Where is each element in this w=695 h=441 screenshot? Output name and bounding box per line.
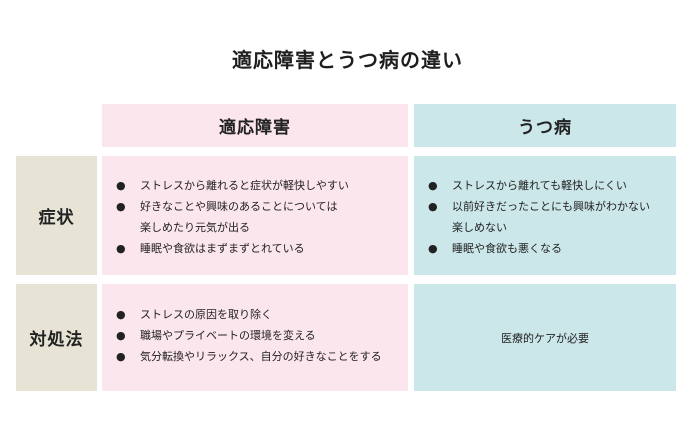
list-item-text: 睡眠や食欲も悪くなる — [452, 242, 562, 255]
list-item: ● 職場やプライベートの環境を変える — [116, 325, 382, 346]
list-item: ● ストレスの原因を取り除く — [116, 304, 382, 325]
list-item: ● 以前好きだったことにも興味がわかない 楽しめない — [428, 196, 650, 238]
cell-utsu-shojo: ● ストレスから離れても軽快しにくい ● 以前好きだったことにも興味がわかない … — [414, 156, 676, 275]
utsu-shojo-list: ● ストレスから離れても軽快しにくい ● 以前好きだったことにも興味がわかない … — [428, 175, 650, 259]
utsu-taisho-text: 医療的ケアが必要 — [501, 331, 589, 345]
row-header-shojo-label: 症状 — [38, 208, 75, 228]
cell-tekio-shojo: ● ストレスから離れると症状が軽快しやすい ● 好きなことや興味のあることについ… — [102, 156, 408, 275]
list-item: ● 気分転換やリラックス、自分の好きなことをする — [116, 346, 382, 367]
cell-tekio-taisho: ● ストレスの原因を取り除く ● 職場やプライベートの環境を変える ● 気分転換… — [102, 284, 408, 391]
bullet-icon: ● — [116, 350, 126, 363]
row-header-shojo: 症状 — [16, 156, 97, 275]
list-item-text: ストレスから離れても軽快しにくい — [452, 179, 627, 192]
list-item: ● ストレスから離れると症状が軽快しやすい — [116, 175, 349, 196]
list-item-text: 睡眠や食欲はまずまずとれている — [140, 242, 305, 255]
bullet-icon: ● — [116, 242, 126, 255]
list-item-text-continued: 楽しめない — [452, 221, 507, 234]
list-item: ● 好きなことや興味のあることについては 楽しめたり元気が出る — [116, 196, 349, 238]
row-header-taisho-label: 対処法 — [29, 330, 84, 350]
list-item-text: 気分転換やリラックス、自分の好きなことをする — [140, 350, 382, 363]
cell-utsu-taisho: 医療的ケアが必要 — [414, 284, 676, 391]
list-item-text: ストレスの原因を取り除く — [140, 308, 272, 321]
list-item-text-continued: 楽しめたり元気が出る — [140, 221, 250, 234]
tekio-shojo-list: ● ストレスから離れると症状が軽快しやすい ● 好きなことや興味のあることについ… — [116, 175, 349, 259]
list-item-text: 好きなことや興味のあることについては — [140, 200, 338, 213]
tekio-taisho-list: ● ストレスの原因を取り除く ● 職場やプライベートの環境を変える ● 気分転換… — [116, 304, 382, 367]
row-header-taisho: 対処法 — [16, 284, 97, 391]
list-item-text: 職場やプライベートの環境を変える — [140, 329, 316, 342]
column-header-tekio-label: 適応障害 — [219, 118, 291, 138]
bullet-icon: ● — [116, 308, 126, 321]
column-header-tekio: 適応障害 — [102, 104, 408, 147]
list-item: ● ストレスから離れても軽快しにくい — [428, 175, 650, 196]
bullet-icon: ● — [428, 179, 438, 192]
list-item: ● 睡眠や食欲も悪くなる — [428, 238, 650, 259]
list-item-text: 以前好きだったことにも興味がわかない — [452, 200, 650, 213]
bullet-icon: ● — [428, 242, 438, 255]
list-item: ● 睡眠や食欲はまずまずとれている — [116, 238, 349, 259]
bullet-icon: ● — [428, 200, 438, 213]
bullet-icon: ● — [116, 329, 126, 342]
page-title: 適応障害とうつ病の違い — [232, 48, 463, 72]
column-header-utsu-label: うつ病 — [518, 118, 572, 138]
bullet-icon: ● — [116, 179, 126, 192]
bullet-icon: ● — [116, 200, 126, 213]
column-header-utsu: うつ病 — [414, 104, 676, 147]
list-item-text: ストレスから離れると症状が軽快しやすい — [140, 179, 349, 192]
